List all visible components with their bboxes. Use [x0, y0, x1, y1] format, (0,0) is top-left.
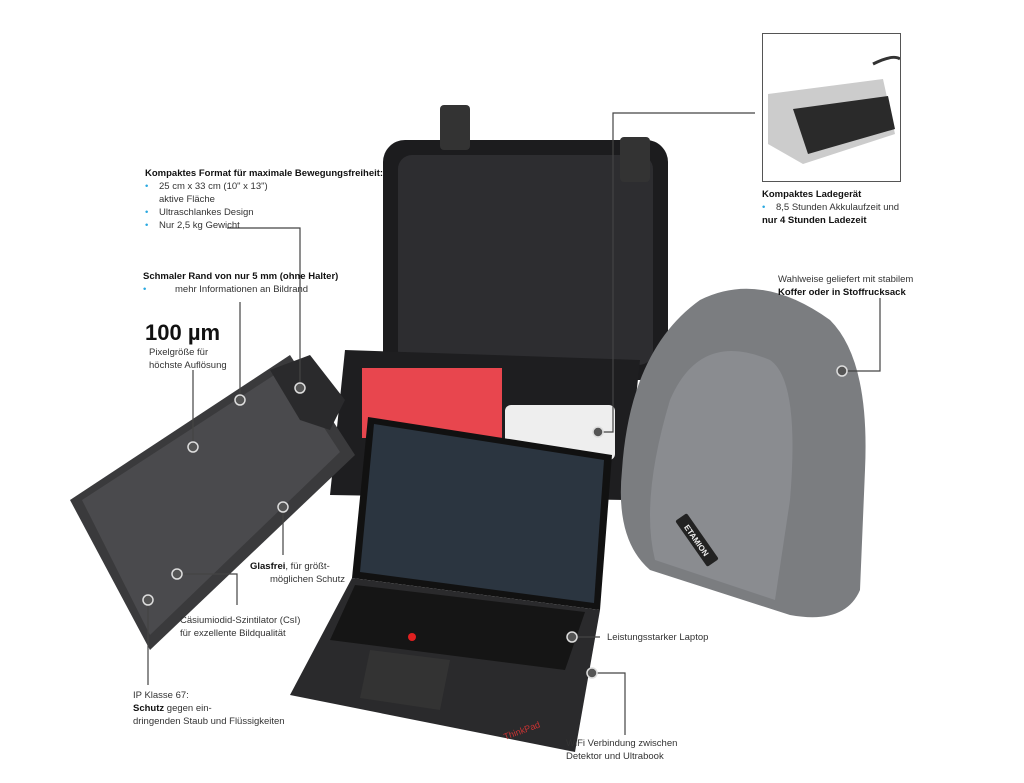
laptop: ThinkPad [290, 417, 612, 752]
format-item-cont: aktive Fläche [159, 194, 215, 205]
callout-charger: Kompaktes Ladegerät 8,5 Stunden Akkulauf… [762, 188, 899, 227]
pixel-line: höchste Auflösung [149, 360, 227, 371]
callout-laptop: Leistungsstarker Laptop [607, 632, 709, 643]
rand-heading: Schmaler Rand von nur 5 mm (ohne Halter) [143, 271, 339, 282]
callout-format: Kompaktes Format für maximale Bewegungsf… [145, 167, 383, 232]
bag-bold: Koffer oder in Stoffrucksack [778, 287, 906, 298]
callout-csi: Cäsiumiodid-Szintilator (CsI) für exzell… [180, 614, 300, 640]
callout-pixel: 100 µm Pixelgröße für höchste Auflösung [145, 320, 227, 372]
csi-line: für exzellente Bildqualität [180, 628, 286, 639]
format-item: aktive Fläche [145, 193, 383, 206]
csi-line: Cäsiumiodid-Szintilator (CsI) [180, 615, 301, 626]
ip-bold: Schutz [133, 703, 165, 714]
wifi-line: Detektor und Ultrabook [566, 751, 664, 762]
ip-rest: gegen ein- [164, 703, 212, 714]
charger-item: 8,5 Stunden Akkulaufzeit und [762, 201, 899, 214]
pixel-line: Pixelgröße für [149, 347, 209, 358]
format-heading: Kompaktes Format für maximale Bewegungsf… [145, 168, 384, 179]
callout-glas: Glasfrei, für größt- möglichen Schutz [250, 560, 345, 586]
format-item: 25 cm x 33 cm (10" x 13") [145, 180, 383, 193]
callout-rand: Schmaler Rand von nur 5 mm (ohne Halter)… [143, 270, 338, 296]
glas-rest: , für größt- [285, 561, 330, 572]
charger-bold: nur 4 Stunden Ladezeit [762, 215, 867, 226]
wifi-line: WiFi Verbindung zwischen [566, 738, 678, 749]
ip-line: IP Klasse 67: [133, 690, 189, 701]
detector-panel [70, 355, 355, 650]
callout-ip: IP Klasse 67: Schutz gegen ein- dringend… [133, 689, 285, 728]
charger-image [762, 33, 901, 182]
ip-line: dringenden Staub und Flüssigkeiten [133, 716, 285, 727]
callout-wifi: WiFi Verbindung zwischen Detektor und Ul… [566, 737, 677, 763]
callout-bag: Wahlweise geliefert mit stabilem Koffer … [778, 273, 913, 299]
glas-bold: Glasfrei [250, 561, 286, 572]
format-item: Nur 2,5 kg Gewicht [145, 219, 383, 232]
bag-line: Wahlweise geliefert mit stabilem [778, 274, 914, 285]
backpack: ETAMION [620, 288, 866, 618]
format-item: Ultraschlankes Design [145, 206, 383, 219]
glas-line: möglichen Schutz [270, 574, 345, 585]
rand-item: mehr Informationen an Bildrand [143, 283, 338, 296]
pixel-value: 100 µm [145, 320, 221, 345]
charger-heading: Kompaktes Ladegerät [762, 189, 862, 200]
